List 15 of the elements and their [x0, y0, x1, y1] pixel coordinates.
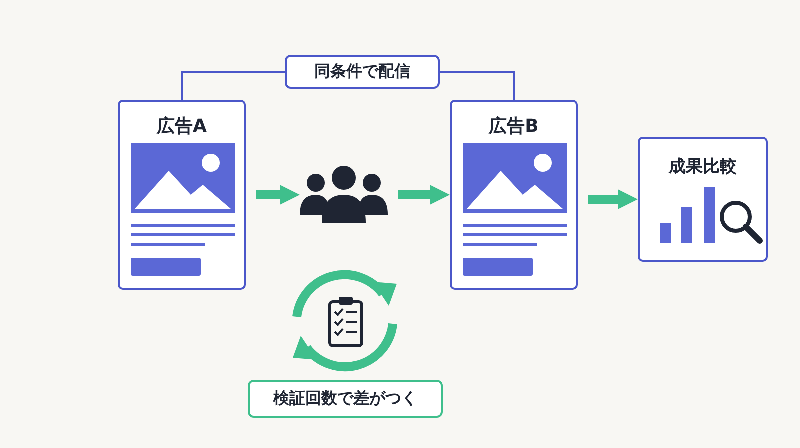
ad-card — [450, 100, 578, 290]
condition-label-box — [285, 55, 440, 89]
card-title: 広告B — [488, 115, 540, 138]
arrow — [256, 185, 300, 205]
arrow — [398, 185, 450, 205]
card-title: 成果比較 — [668, 156, 738, 178]
card-title: 広告A — [156, 115, 208, 138]
note-label-box — [248, 380, 443, 418]
arrow — [588, 190, 638, 210]
connector-line — [440, 71, 515, 100]
ad-card — [118, 100, 246, 290]
label-text: 検証回数で差がつく — [272, 388, 418, 410]
connector-line — [181, 71, 285, 100]
label-text: 同条件で配信 — [314, 62, 412, 82]
result-card — [638, 137, 768, 262]
